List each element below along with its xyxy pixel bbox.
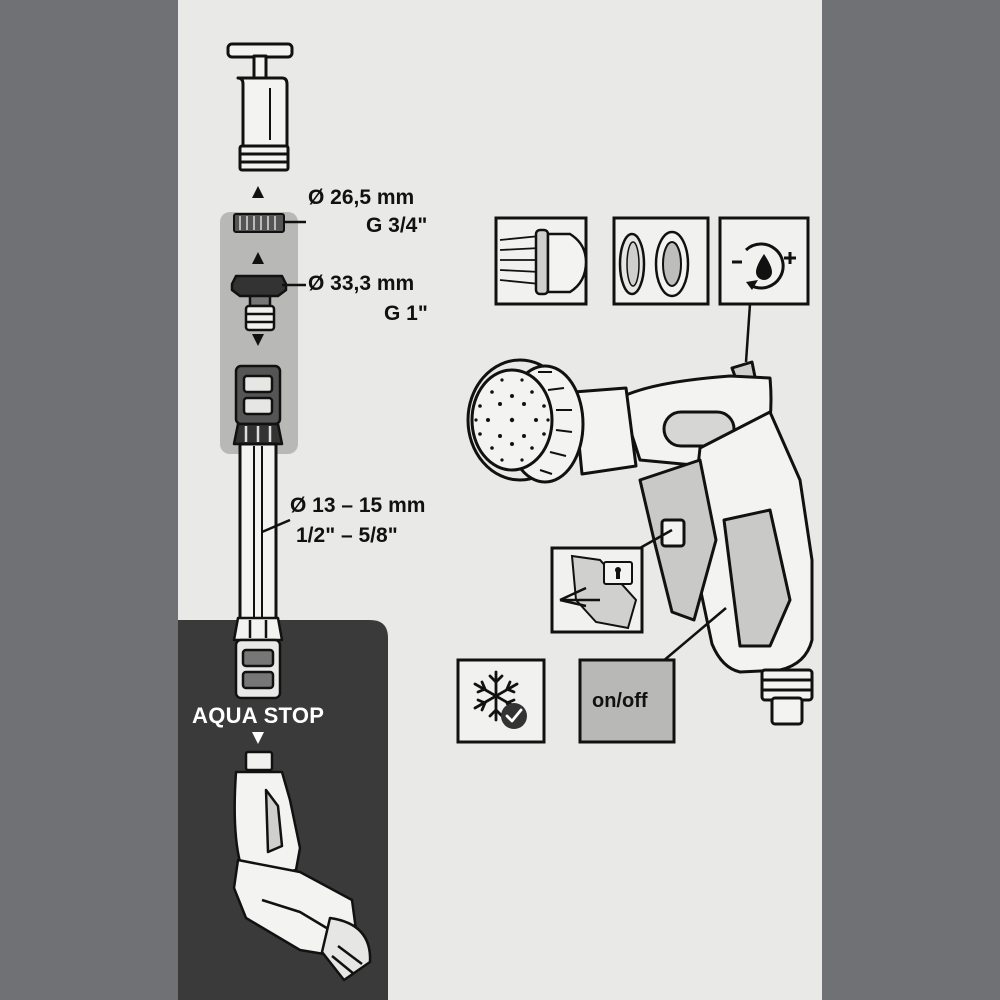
arrow-down-icon bbox=[252, 334, 264, 346]
leader-line bbox=[661, 607, 727, 663]
on-off-label: on/off bbox=[592, 690, 648, 712]
hose-diameter-inch-label: 1/2" – 5/8" bbox=[296, 524, 398, 547]
hose-connector-icon bbox=[232, 364, 284, 446]
spray-gun-small-icon bbox=[232, 750, 372, 982]
arrow-down-icon bbox=[252, 732, 264, 744]
tap-connector-icon bbox=[230, 274, 288, 332]
arrow-up-icon bbox=[252, 252, 264, 264]
thread-adapter-small-icon bbox=[233, 213, 285, 233]
spray-gun-large-icon bbox=[466, 358, 814, 726]
trigger-lock-icon bbox=[550, 546, 644, 634]
hose-diameter-mm-label: Ø 13 – 15 mm bbox=[290, 494, 426, 517]
aqua-stop-label: AQUA STOP bbox=[192, 703, 325, 728]
on-off-switch-icon bbox=[578, 658, 676, 744]
water-tap-icon bbox=[226, 42, 294, 172]
leader-line bbox=[639, 528, 673, 550]
adapter-thread-diameter-label: Ø 33,3 mm bbox=[308, 272, 415, 295]
adapter-thread-size-label: G 1" bbox=[384, 302, 428, 325]
spray-holes bbox=[474, 378, 550, 462]
flow-regulation-icon bbox=[718, 216, 810, 306]
garden-hose-icon bbox=[238, 442, 278, 622]
leader-line bbox=[261, 518, 291, 534]
frost-resistant-icon bbox=[456, 658, 546, 744]
leader-line bbox=[744, 303, 752, 363]
aqua-stop-connector-icon bbox=[232, 616, 284, 700]
tap-thread-diameter-label: Ø 26,5 mm bbox=[308, 186, 415, 209]
arrow-up-icon bbox=[252, 186, 264, 198]
tap-thread-size-label: G 3/4" bbox=[366, 214, 428, 237]
spray-head-disassembly-icon bbox=[612, 216, 710, 306]
spray-nozzle-icon bbox=[494, 216, 588, 306]
